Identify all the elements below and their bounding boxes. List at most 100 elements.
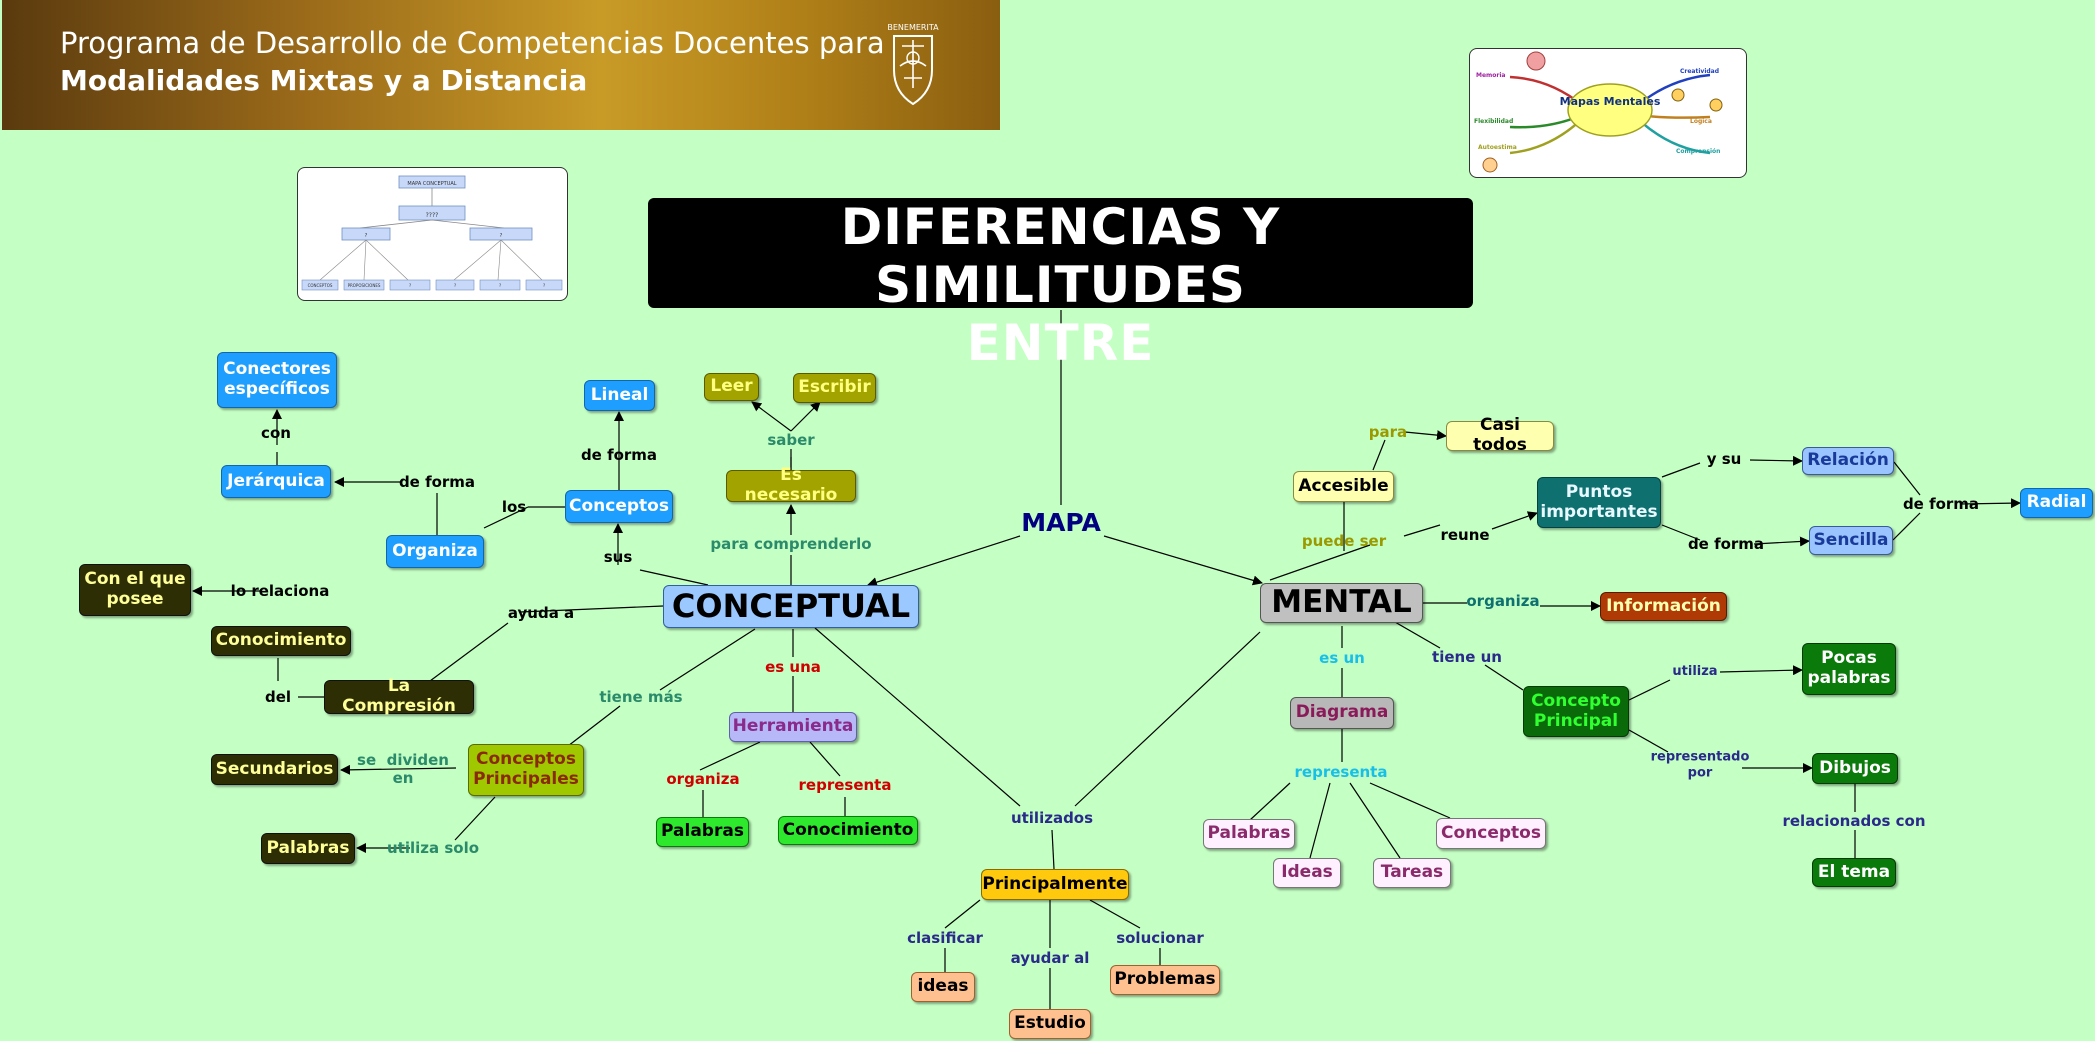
connector-line bbox=[1661, 462, 1701, 478]
ideas-pink-node: Ideas bbox=[1273, 858, 1341, 888]
mapa-label: MAPA bbox=[1021, 508, 1101, 537]
connector-line bbox=[1372, 439, 1386, 471]
connector-line bbox=[790, 401, 821, 432]
link-clasificar: clasificar bbox=[907, 929, 983, 947]
link-es-un: es un bbox=[1319, 649, 1365, 667]
link-representado-por: representado por bbox=[1650, 749, 1750, 780]
svg-text:?: ? bbox=[500, 233, 503, 239]
connector-line bbox=[1404, 430, 1447, 441]
conceptual-node: CONCEPTUAL bbox=[663, 585, 919, 628]
svg-text:?: ? bbox=[365, 233, 368, 239]
conocimiento-dark-node: Conocimiento bbox=[211, 626, 351, 656]
palabras-pink-node: Palabras bbox=[1203, 819, 1295, 849]
dibujos-node: Dibujos bbox=[1812, 753, 1898, 784]
organiza-node: Organiza bbox=[386, 535, 484, 568]
mind-map-thumbnail: Mapas Mentales Memoria Creatividad Lógic… bbox=[1469, 48, 1747, 178]
herramienta-node: Herramienta bbox=[729, 712, 857, 742]
connector-line bbox=[1628, 729, 1669, 753]
connector-line bbox=[1309, 782, 1331, 859]
connector-line bbox=[944, 899, 981, 929]
connector-line bbox=[1403, 524, 1441, 537]
puntos-importantes-node: Puntos importantes bbox=[1537, 477, 1661, 528]
link-para-comprenderlo: para comprenderlo bbox=[710, 535, 872, 553]
connector-line bbox=[751, 401, 792, 432]
svg-text:CONCEPTOS: CONCEPTOS bbox=[308, 283, 333, 288]
link-para: para bbox=[1368, 423, 1408, 441]
connector-line bbox=[1369, 782, 1451, 819]
link-reune: reune bbox=[1440, 526, 1490, 544]
casi-todos-node: Casi todos bbox=[1446, 416, 1554, 455]
link-tiene-un: tiene un bbox=[1432, 648, 1502, 666]
connector-line bbox=[519, 605, 664, 613]
link-con: con bbox=[261, 424, 291, 442]
svg-text:?: ? bbox=[409, 283, 411, 288]
link-de-forma-1: de forma bbox=[398, 473, 476, 491]
jerarquica-node: Jerárquica bbox=[221, 465, 331, 498]
svg-text:????: ???? bbox=[426, 212, 439, 219]
link-utilizados: utilizados bbox=[1010, 809, 1094, 827]
connector-line bbox=[867, 535, 1021, 587]
link-tiene-mas: tiene más bbox=[599, 688, 683, 706]
secundarios-node: Secundarios bbox=[211, 754, 338, 785]
relacion-node: Relación bbox=[1802, 447, 1894, 475]
link-y-su: y su bbox=[1706, 450, 1742, 468]
mental-node: MENTAL bbox=[1260, 583, 1423, 623]
link-utiliza: utiliza bbox=[1672, 664, 1718, 680]
connector-line bbox=[429, 622, 509, 682]
svg-text:?: ? bbox=[454, 283, 456, 288]
link-es-una: es una bbox=[765, 658, 821, 676]
connector-line bbox=[1349, 782, 1401, 859]
connector-line bbox=[1249, 782, 1291, 821]
connector-line bbox=[340, 764, 457, 775]
estudio-node: Estudio bbox=[1009, 1009, 1091, 1039]
link-se-dividen-en: se dividen en bbox=[357, 751, 449, 787]
connector-line bbox=[639, 569, 709, 586]
problemas-node: Problemas bbox=[1110, 965, 1220, 995]
connector-line bbox=[1892, 512, 1921, 541]
connector-line bbox=[699, 741, 761, 771]
connector-line bbox=[1269, 544, 1371, 581]
connector-line bbox=[483, 506, 529, 529]
sencilla-node: Sencilla bbox=[1809, 526, 1893, 555]
link-de-forma-2: de forma bbox=[580, 446, 658, 464]
connector-line bbox=[1719, 665, 1803, 676]
accesible-node: Accesible bbox=[1293, 471, 1394, 502]
program-banner: Programa de Desarrollo de Competencias D… bbox=[2, 0, 1000, 130]
svg-text:Lógica: Lógica bbox=[1690, 118, 1712, 125]
escribir-node: Escribir bbox=[793, 373, 876, 403]
radial-node: Radial bbox=[2020, 488, 2093, 518]
connector-line bbox=[1959, 498, 2021, 509]
connector-line bbox=[1051, 829, 1055, 870]
connector-line bbox=[1491, 511, 1538, 530]
connector-line bbox=[1074, 631, 1261, 807]
conceptos-pink-node: Conceptos bbox=[1436, 818, 1546, 849]
principalmente-node: Principalmente bbox=[981, 869, 1129, 900]
connector-line bbox=[809, 741, 841, 777]
concepto-principal-node: Concepto Principal bbox=[1523, 686, 1629, 737]
link-sus: sus bbox=[603, 548, 633, 566]
conceptos-node: Conceptos bbox=[565, 490, 673, 523]
connector-line bbox=[1661, 524, 1701, 541]
palabras-lime-node: Palabras bbox=[656, 817, 749, 847]
leer-node: Leer bbox=[704, 373, 759, 401]
main-title: DIFERENCIAS Y SIMILITUDES ENTRE bbox=[648, 198, 1473, 372]
link-puede-ser: puede ser bbox=[1301, 532, 1387, 550]
lineal-node: Lineal bbox=[584, 380, 655, 411]
link-ayudar-al: ayudar al bbox=[1010, 949, 1090, 967]
connector-line bbox=[659, 628, 756, 691]
link-solucionar: solucionar bbox=[1116, 929, 1204, 947]
main-title-line2: ENTRE bbox=[966, 314, 1155, 372]
link-utiliza-solo: utiliza solo bbox=[386, 839, 480, 857]
informacion-node: Información bbox=[1600, 592, 1727, 621]
connector-line bbox=[1394, 621, 1441, 649]
svg-text:?: ? bbox=[499, 283, 501, 288]
connector-line bbox=[1628, 679, 1671, 701]
tareas-node: Tareas bbox=[1373, 858, 1451, 888]
el-tema-node: El tema bbox=[1812, 858, 1896, 887]
svg-text:PROPOSICIONES: PROPOSICIONES bbox=[348, 283, 381, 288]
link-organiza-2: organiza bbox=[1466, 592, 1540, 610]
connector-line bbox=[1089, 899, 1141, 929]
mind-map-thumbnail-image: Mapas Mentales Memoria Creatividad Lógic… bbox=[1474, 51, 1723, 173]
